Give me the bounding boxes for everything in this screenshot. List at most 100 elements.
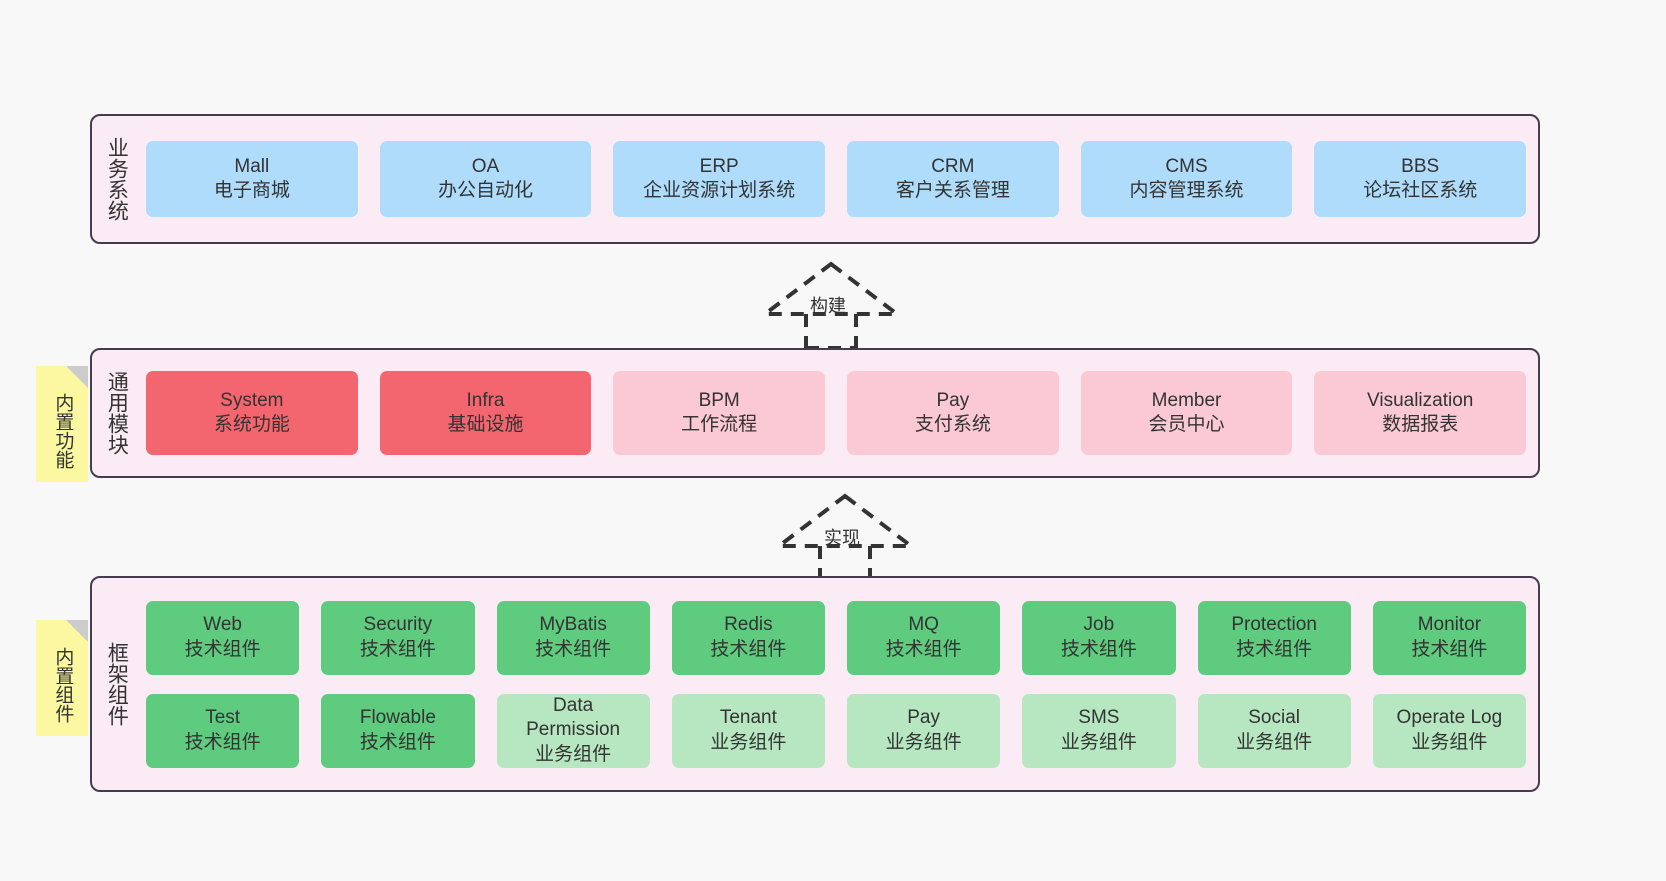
card-title: Test bbox=[205, 707, 241, 729]
layer-framework-components: 框架组件 Web 技术组件 Security 技术组件 MyBatis 技术组件… bbox=[90, 576, 1540, 792]
card-subtitle: 客户关系管理 bbox=[895, 180, 1010, 201]
card-subtitle: 业务组件 bbox=[535, 743, 612, 765]
card-subtitle: 论坛社区系统 bbox=[1363, 180, 1478, 201]
card-subtitle: 技术组件 bbox=[359, 731, 436, 753]
card-subtitle: 技术组件 bbox=[885, 638, 962, 660]
layer-business-system-label: 业务系统 bbox=[105, 137, 129, 221]
card-subtitle: 技术组件 bbox=[535, 638, 612, 660]
card-title: Visualization bbox=[1367, 389, 1474, 411]
note-builtin-components: 内置组件 bbox=[36, 620, 88, 736]
card-subtitle: 内容管理系统 bbox=[1129, 180, 1244, 201]
card-oa[interactable]: OA 办公自动化 bbox=[379, 141, 592, 217]
card-title: BPM bbox=[698, 389, 740, 411]
connector-implement-label: 实现 bbox=[824, 528, 860, 548]
card-subtitle: 会员中心 bbox=[1148, 414, 1225, 435]
card-subtitle: 技术组件 bbox=[710, 638, 787, 660]
card-monitor[interactable]: Monitor 技术组件 bbox=[1372, 600, 1526, 675]
card-flowable[interactable]: Flowable 技术组件 bbox=[321, 693, 475, 768]
card-tenant[interactable]: Tenant 业务组件 bbox=[671, 693, 825, 768]
card-security[interactable]: Security 技术组件 bbox=[321, 600, 475, 675]
card-subtitle: 技术组件 bbox=[1411, 638, 1488, 660]
card-bbs[interactable]: BBS 论坛社区系统 bbox=[1314, 141, 1527, 217]
card-protection[interactable]: Protection 技术组件 bbox=[1197, 600, 1351, 675]
card-web[interactable]: Web 技术组件 bbox=[146, 600, 300, 675]
card-job[interactable]: Job 技术组件 bbox=[1022, 600, 1176, 675]
layer-framework-components-body: Web 技术组件 Security 技术组件 MyBatis 技术组件 Redi… bbox=[140, 578, 1538, 790]
card-subtitle: 技术组件 bbox=[184, 638, 261, 660]
card-title: ERP bbox=[699, 155, 739, 177]
card-bpm[interactable]: BPM 工作流程 bbox=[613, 371, 826, 455]
card-erp[interactable]: ERP 企业资源计划系统 bbox=[613, 141, 826, 217]
card-redis[interactable]: Redis 技术组件 bbox=[671, 600, 825, 675]
note-fold-icon bbox=[66, 620, 88, 642]
card-title: MQ bbox=[908, 614, 939, 636]
card-title: Social bbox=[1248, 707, 1300, 729]
card-row: Web 技术组件 Security 技术组件 MyBatis 技术组件 Redi… bbox=[146, 600, 1526, 675]
card-cms[interactable]: CMS 内容管理系统 bbox=[1080, 141, 1293, 217]
card-title: Member bbox=[1151, 389, 1222, 411]
note-builtin-features: 内置功能 bbox=[36, 366, 88, 482]
layer-business-system-body: Mall 电子商城 OA 办公自动化 ERP 企业资源计划系统 CRM 客户关系… bbox=[140, 116, 1538, 242]
card-title: MyBatis bbox=[539, 614, 607, 636]
card-title: Infra bbox=[466, 389, 505, 411]
card-title: Web bbox=[203, 614, 242, 636]
card-title: Protection bbox=[1231, 614, 1317, 636]
card-title: Pay bbox=[936, 389, 970, 411]
card-test[interactable]: Test 技术组件 bbox=[146, 693, 300, 768]
card-subtitle: 业务组件 bbox=[1411, 731, 1488, 753]
card-title: Tenant bbox=[719, 707, 777, 729]
card-subtitle: 技术组件 bbox=[359, 638, 436, 660]
card-pay-component[interactable]: Pay 业务组件 bbox=[847, 693, 1001, 768]
card-crm[interactable]: CRM 客户关系管理 bbox=[847, 141, 1059, 217]
card-title: Mall bbox=[234, 155, 270, 177]
card-subtitle: 业务组件 bbox=[1060, 731, 1137, 753]
card-sms[interactable]: SMS 业务组件 bbox=[1022, 693, 1176, 768]
card-row: Mall 电子商城 OA 办公自动化 ERP 企业资源计划系统 CRM 客户关系… bbox=[146, 141, 1527, 217]
card-pay-module[interactable]: Pay 支付系统 bbox=[847, 371, 1059, 455]
card-subtitle: 企业资源计划系统 bbox=[643, 180, 796, 201]
card-title: Pay bbox=[907, 707, 940, 729]
card-title: Operate Log bbox=[1396, 707, 1503, 729]
card-subtitle: 数据报表 bbox=[1382, 414, 1459, 435]
card-subtitle: 业务组件 bbox=[1236, 731, 1313, 753]
card-subtitle: 基础设施 bbox=[447, 414, 524, 435]
card-infra[interactable]: Infra 基础设施 bbox=[379, 371, 592, 455]
card-system[interactable]: System 系统功能 bbox=[146, 371, 358, 455]
card-subtitle: 办公自动化 bbox=[438, 180, 534, 201]
card-subtitle: 技术组件 bbox=[1236, 638, 1313, 660]
card-subtitle: 业务组件 bbox=[885, 731, 962, 753]
card-title: OA bbox=[471, 155, 500, 177]
card-visualization[interactable]: Visualization 数据报表 bbox=[1314, 371, 1527, 455]
card-subtitle: 技术组件 bbox=[184, 731, 261, 753]
card-title: Flowable bbox=[359, 707, 436, 729]
card-operate-log[interactable]: Operate Log 业务组件 bbox=[1372, 693, 1526, 768]
connector-build-label: 构建 bbox=[810, 296, 846, 316]
card-mall[interactable]: Mall 电子商城 bbox=[146, 141, 358, 217]
card-subtitle: 工作流程 bbox=[681, 414, 758, 435]
note-label: 内置功能 bbox=[52, 393, 74, 469]
card-mq[interactable]: MQ 技术组件 bbox=[847, 600, 1001, 675]
card-social[interactable]: Social 业务组件 bbox=[1197, 693, 1351, 768]
card-title: Redis bbox=[724, 614, 773, 636]
card-title: SMS bbox=[1078, 707, 1120, 729]
layer-framework-components-label: 框架组件 bbox=[105, 642, 129, 726]
card-row: Test 技术组件 Flowable 技术组件 Data Permission … bbox=[146, 693, 1526, 768]
card-subtitle: 业务组件 bbox=[710, 731, 787, 753]
layer-common-modules-label: 通用模块 bbox=[105, 371, 129, 455]
card-title: Monitor bbox=[1417, 614, 1482, 636]
card-subtitle: 技术组件 bbox=[1060, 638, 1137, 660]
card-subtitle: 支付系统 bbox=[914, 414, 991, 435]
layer-common-modules: 通用模块 System 系统功能 Infra 基础设施 BPM 工作流程 Pay… bbox=[90, 348, 1540, 478]
card-mybatis[interactable]: MyBatis 技术组件 bbox=[496, 600, 650, 675]
card-subtitle: 电子商城 bbox=[213, 180, 290, 201]
layer-business-system: 业务系统 Mall 电子商城 OA 办公自动化 ERP 企业资源计划系统 CRM… bbox=[90, 114, 1540, 244]
layer-common-modules-body: System 系统功能 Infra 基础设施 BPM 工作流程 Pay 支付系统… bbox=[140, 350, 1538, 476]
card-title: BBS bbox=[1401, 155, 1440, 177]
card-subtitle: 系统功能 bbox=[213, 414, 290, 435]
card-row: System 系统功能 Infra 基础设施 BPM 工作流程 Pay 支付系统… bbox=[146, 371, 1527, 455]
card-title: CMS bbox=[1165, 155, 1208, 177]
note-label: 内置组件 bbox=[52, 647, 74, 723]
card-data-permission[interactable]: Data Permission 业务组件 bbox=[496, 693, 650, 768]
card-member[interactable]: Member 会员中心 bbox=[1080, 371, 1293, 455]
